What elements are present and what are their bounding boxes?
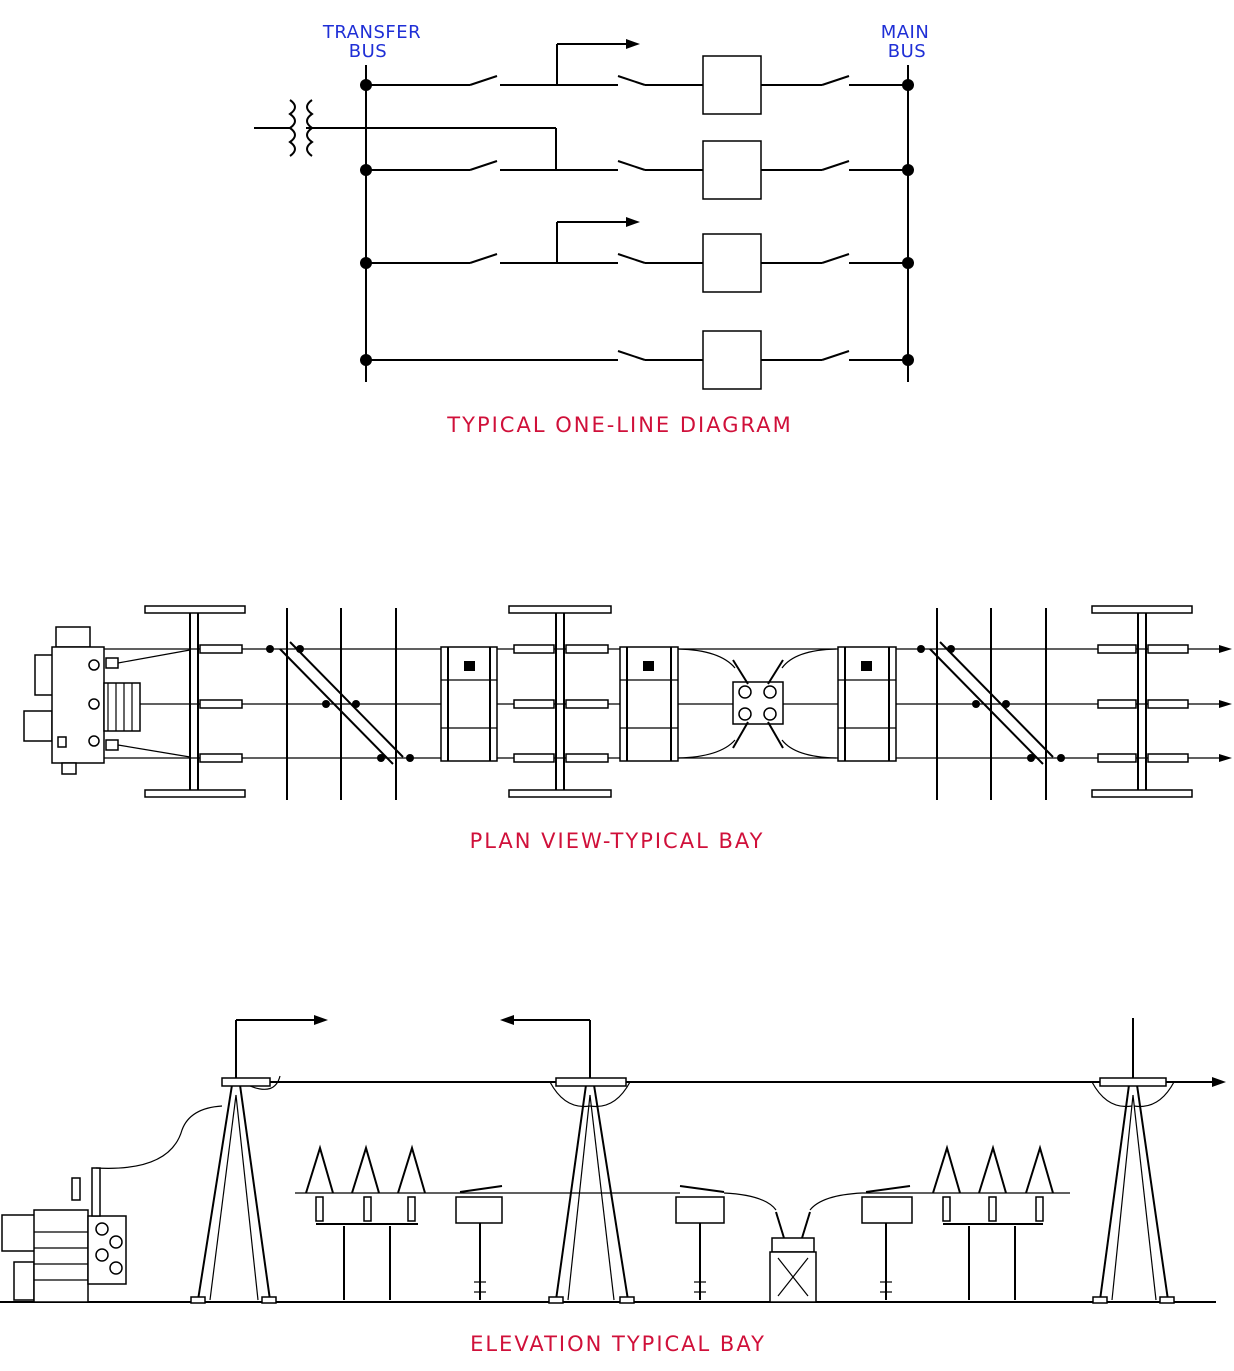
elevation-view: ELEVATION TYPICAL BAY	[0, 1015, 1226, 1356]
elevation-view-title: ELEVATION TYPICAL BAY	[470, 1332, 766, 1356]
transfer-bus-label-line1: TRANSFER	[322, 22, 421, 43]
elevation-breaker-right	[861, 1185, 1070, 1300]
elevation-breaker-left	[455, 1185, 503, 1300]
plan-breaker-frame-3	[837, 646, 897, 762]
elevation-disconnect-right	[932, 1144, 1054, 1300]
plan-structure-1	[144, 605, 246, 798]
plan-center-transformer	[677, 648, 837, 759]
plan-structure-2	[508, 605, 612, 798]
elevation-transformer	[1, 1105, 223, 1303]
plan-breaker-frame-1	[440, 646, 498, 762]
elevation-center-equipment	[500, 1185, 863, 1303]
plan-disconnect-1	[266, 608, 414, 800]
transformer-symbol	[254, 99, 557, 170]
transfer-bus-label-line2: BUS	[349, 41, 387, 62]
breaker-box-1	[702, 55, 762, 115]
plan-breaker-frame-2	[619, 646, 679, 762]
one-line-diagram-title: TYPICAL ONE-LINE DIAGRAM	[446, 413, 792, 437]
feeder-row-1	[360, 39, 914, 115]
plan-structure-3	[1091, 605, 1193, 798]
feeder-row-4	[360, 330, 914, 390]
breaker-box-4	[702, 330, 762, 390]
plan-view: PLAN VIEW-TYPICAL BAY	[23, 605, 1232, 853]
plan-disconnect-2	[917, 608, 1065, 800]
plan-view-title: PLAN VIEW-TYPICAL BAY	[470, 829, 765, 853]
elevation-disconnect-left	[295, 1144, 500, 1300]
breaker-box-2	[702, 140, 762, 200]
main-bus-label-line2: BUS	[888, 41, 926, 62]
feeder-row-3	[360, 217, 914, 293]
main-bus-label-line1: MAIN	[881, 22, 930, 43]
elevation-tower-3	[1091, 1018, 1175, 1304]
elevation-tower-2	[500, 1015, 635, 1304]
plan-transformer	[23, 626, 191, 775]
feeder-row-2	[360, 140, 914, 200]
one-line-diagram: TRANSFER BUS MAIN BUS	[254, 22, 929, 437]
elevation-tower-1	[190, 1015, 328, 1304]
breaker-box-3	[702, 233, 762, 293]
